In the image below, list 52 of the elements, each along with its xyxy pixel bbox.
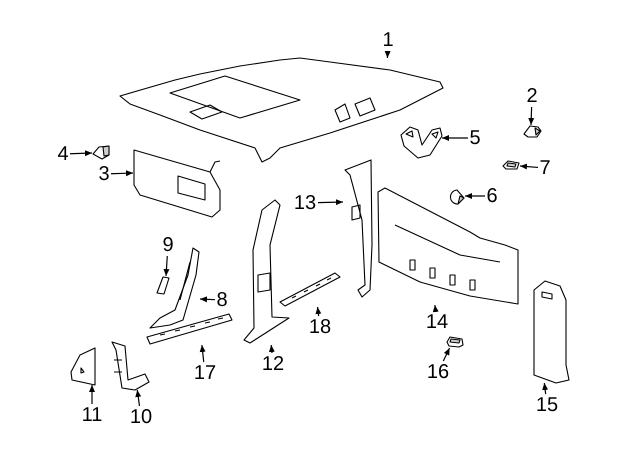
leader-arrow (442, 135, 468, 141)
callout-number: 5 (468, 127, 482, 149)
callout-number: 2 (525, 85, 539, 107)
leader-arrow (200, 296, 216, 302)
leader-arrow (318, 199, 344, 206)
trim-panel-drawing (70, 347, 96, 385)
clip-drawing (446, 336, 464, 348)
callout-number: 17 (192, 362, 218, 384)
leader-arrow (432, 304, 439, 312)
callout-number: 9 (161, 234, 175, 256)
pillar-trim-drawing (343, 160, 373, 297)
bracket-drawing (110, 340, 150, 390)
leader-arrow (268, 344, 275, 354)
button-drawing (450, 190, 465, 204)
callout-number: 4 (56, 143, 70, 165)
callout-number: 15 (534, 394, 560, 416)
leader-arrow (163, 256, 170, 276)
leader-arrow (135, 390, 142, 406)
leader-arrow (528, 106, 534, 126)
back-panel-drawing (376, 187, 520, 305)
leader-arrow (315, 306, 322, 316)
callout-number: 16 (425, 361, 451, 383)
leader-arrow (70, 150, 92, 156)
callout-number: 3 (97, 163, 111, 185)
leader-arrow (384, 50, 391, 58)
callout-number: 18 (307, 316, 333, 338)
leader-arrow (465, 193, 485, 199)
callout-number: 1 (381, 29, 395, 51)
callout-number: 13 (292, 192, 318, 214)
leader-arrow (520, 164, 538, 170)
headliner-drawing (117, 58, 445, 165)
leader-arrow (110, 170, 134, 176)
sill-plate-drawing (146, 313, 233, 345)
trim-panel-drawing (532, 280, 569, 383)
callout-number: 8 (215, 289, 229, 311)
trim-strip-drawing (156, 276, 170, 295)
clip-drawing (502, 160, 520, 171)
leader-arrow (542, 382, 548, 394)
callout-number: 11 (79, 404, 105, 426)
leader-arrow (200, 344, 206, 362)
callout-number: 7 (538, 157, 552, 179)
leader-arrow (442, 348, 450, 362)
sun-visor-drawing (133, 149, 222, 218)
grab-handle-drawing (400, 126, 442, 160)
sill-plate-drawing (278, 272, 341, 307)
leader-arrow (89, 385, 95, 404)
callout-number: 6 (485, 185, 499, 207)
callout-number: 14 (424, 311, 450, 333)
callout-number: 10 (128, 406, 154, 428)
callout-number: 12 (260, 353, 286, 375)
clip-drawing (523, 125, 542, 139)
clip-drawing (92, 145, 110, 160)
